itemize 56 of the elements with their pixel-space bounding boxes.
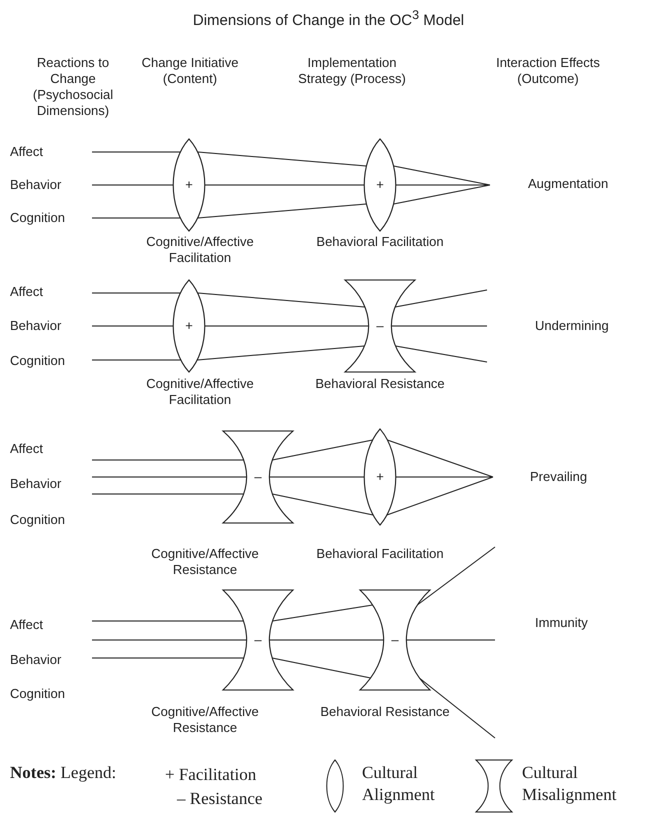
ray-line	[197, 152, 367, 166]
concave-lens	[345, 280, 415, 372]
ray-line	[196, 346, 365, 360]
lens-sign: –	[391, 633, 399, 647]
diagram-title: Dimensions of Change in the OC$^{3}$ Model	[192, 8, 466, 29]
column-heading: Reactions to Change (Psychosocial Dimensions)	[32, 55, 114, 119]
ray-line	[272, 494, 374, 516]
outcome-label: Immunity	[535, 615, 588, 631]
row-label: Behavior	[10, 318, 62, 334]
lens-sign: –	[254, 633, 262, 647]
column-heading: Implementation Strategy (Process)	[297, 55, 407, 87]
outcome-label: Augmentation	[528, 176, 608, 192]
lens-caption: Behavioral Facilitation	[315, 234, 445, 250]
lens-sign: +	[376, 470, 384, 484]
row-label: Cognition	[10, 512, 65, 528]
ray-line	[272, 440, 374, 460]
legend-text: Cultural Alignment	[362, 762, 436, 806]
legend-text: + Facilitation	[165, 764, 256, 786]
ray-line	[272, 658, 372, 678]
concave-lens	[360, 590, 430, 690]
ray-line	[268, 476, 365, 478]
row-label: Affect	[10, 144, 44, 160]
lens-sign: –	[376, 319, 384, 333]
row-label: Cognition	[10, 686, 65, 702]
ray-line	[272, 604, 374, 622]
lens-caption: Cognitive/Affective Facilitation	[145, 376, 255, 408]
row-label: Affect	[10, 441, 44, 457]
row-label: Cognition	[10, 210, 65, 226]
lens-sign: +	[185, 319, 193, 333]
column-heading: Interaction Effects (Outcome)	[495, 55, 601, 87]
lens-caption: Behavioral Resistance	[314, 376, 446, 392]
outcome-label: Prevailing	[530, 469, 588, 485]
concave-lens	[223, 590, 293, 690]
row-label: Behavior	[10, 177, 62, 193]
row-label: Cognition	[10, 353, 65, 369]
lens-caption: Cognitive/Affective Resistance	[150, 704, 260, 736]
lens-sign: –	[254, 470, 262, 484]
lens-sign: +	[376, 178, 384, 192]
row-label: Behavior	[10, 652, 62, 668]
lens-caption: Behavioral Resistance	[319, 704, 451, 720]
ray-line	[197, 204, 367, 218]
concave-lens	[223, 431, 293, 523]
lens-caption: Behavioral Facilitation	[315, 546, 445, 562]
legend-text: – Resistance	[177, 788, 262, 810]
row-label: Affect	[10, 284, 44, 300]
ray-line	[197, 292, 366, 308]
outcome-label: Undermining	[535, 318, 609, 334]
column-heading: Change Initiative (Content)	[140, 55, 240, 87]
lens-caption: Cognitive/Affective Facilitation	[145, 234, 255, 266]
notes-text: Notes: Legend:	[10, 762, 116, 784]
lens-sign: +	[185, 178, 193, 192]
lens-caption: Cognitive/Affective Resistance	[150, 546, 260, 578]
row-label: Affect	[10, 617, 44, 633]
legend-text: Cultural Misalignment	[522, 762, 618, 806]
row-label: Behavior	[10, 476, 62, 492]
ray-line	[204, 184, 365, 186]
